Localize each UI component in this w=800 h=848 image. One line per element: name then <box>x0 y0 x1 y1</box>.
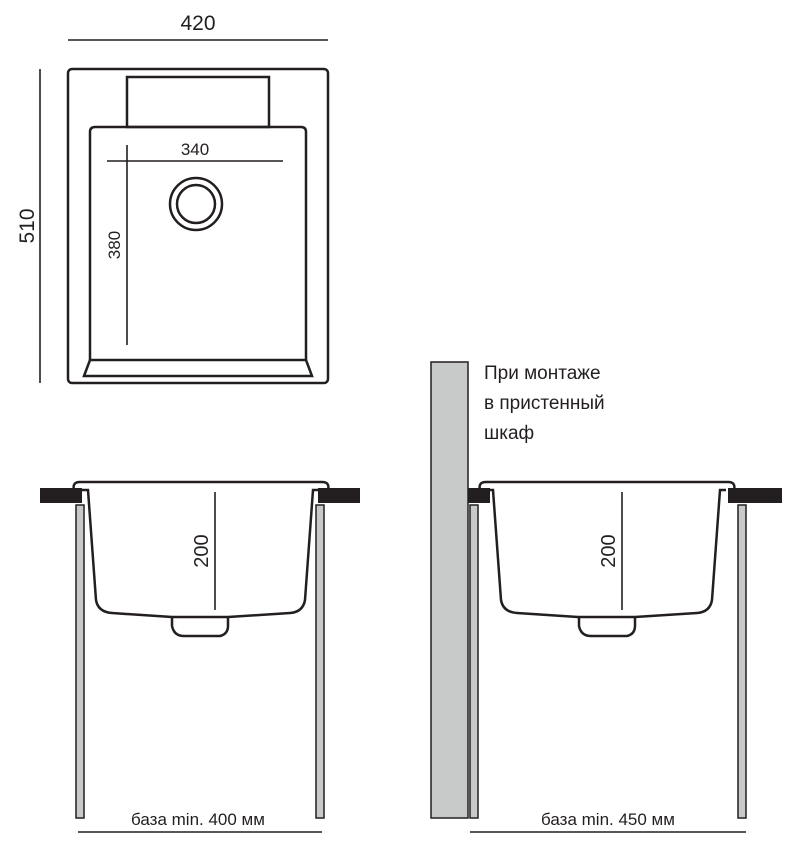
front-lip <box>82 358 314 378</box>
drain-profile <box>170 618 230 638</box>
countertop-left <box>40 488 82 503</box>
countertop-right <box>728 488 782 503</box>
height-label: 200 <box>191 534 213 567</box>
width-label: 420 <box>180 12 215 35</box>
base-label: база min. 400 мм <box>131 810 265 829</box>
top-view: 420 510 340 380 <box>16 12 330 385</box>
sink-outline <box>66 67 330 385</box>
drain-outer-icon <box>168 176 224 232</box>
countertop-left <box>468 488 490 503</box>
wall-panel <box>430 361 469 819</box>
side-view-left: 200 база min. 400 мм <box>40 480 360 833</box>
depth-label: 510 <box>16 208 39 243</box>
sink-rim <box>478 480 736 491</box>
side-view-right: При монтаже в пристенный шкаф 200 база m… <box>430 361 782 833</box>
base-label: база min. 450 мм <box>541 810 675 829</box>
cabinet-side-right <box>315 504 325 819</box>
countertop-right <box>318 488 360 503</box>
note-line-3: шкаф <box>484 423 534 444</box>
bowl-profile <box>488 488 726 619</box>
height-label: 200 <box>598 534 620 567</box>
cabinet-side-left <box>75 504 85 819</box>
bowl-depth-label: 380 <box>105 231 124 259</box>
cabinet-side-left <box>469 504 479 819</box>
cabinet-side-right <box>737 504 747 819</box>
back-ledge <box>125 75 271 129</box>
bowl-profile <box>82 488 320 619</box>
drain-profile <box>577 618 637 638</box>
sink-rim <box>72 480 330 491</box>
bowl-outline <box>88 125 308 360</box>
note-line-2: в пристенный <box>484 393 605 414</box>
drain-inner-icon <box>175 183 217 225</box>
note-line-1: При монтаже <box>484 363 601 384</box>
bowl-width-label: 340 <box>181 140 209 159</box>
